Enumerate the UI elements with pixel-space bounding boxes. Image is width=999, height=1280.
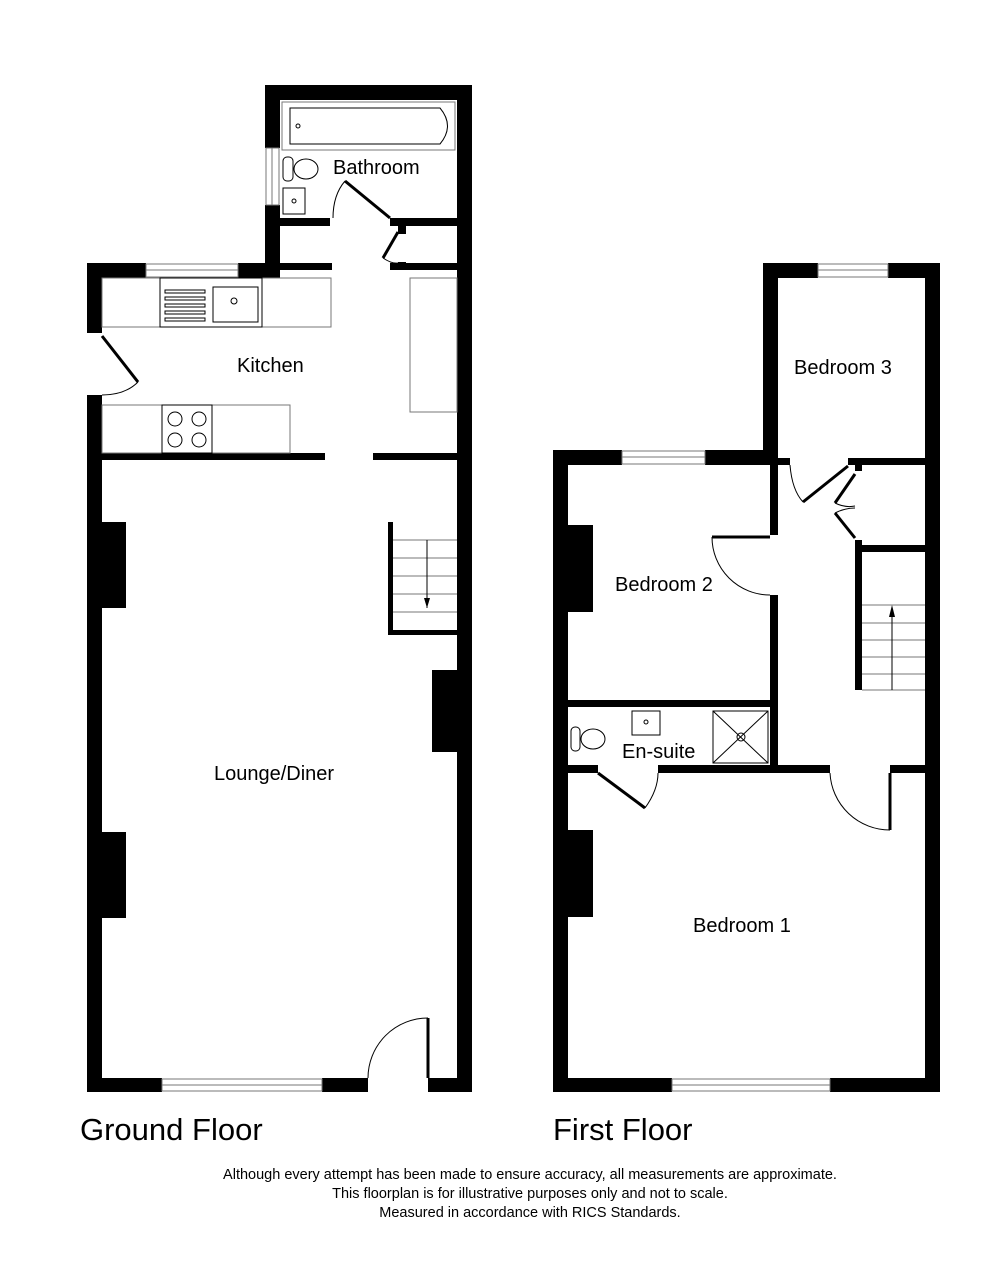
kitchen-worktop	[101, 277, 458, 454]
room-label-bedroom-1: Bedroom 1	[693, 915, 791, 937]
ground-floor-plan: Bathroom Kitchen Lounge/Diner	[87, 85, 472, 1092]
room-label-bedroom-2: Bedroom 2	[615, 574, 713, 596]
room-label-en-suite: En-suite	[622, 741, 695, 763]
door-icon	[597, 464, 892, 831]
toilet-icon	[570, 726, 606, 752]
tap-icon	[230, 297, 238, 305]
disclaimer-line: Although every attempt has been made to …	[223, 1167, 837, 1183]
window-icon	[621, 263, 889, 1092]
first-floor-plan: Bedroom 3 Bedroom 2 En-suite Bedroom 1	[553, 263, 940, 1092]
door-icon	[100, 179, 430, 1079]
room-label-kitchen: Kitchen	[237, 355, 304, 377]
first-floor-walls	[553, 263, 940, 1092]
stairs-icon	[393, 539, 457, 613]
drainer-icon	[164, 289, 206, 322]
hob-icon	[161, 404, 213, 454]
stairs-icon	[862, 604, 925, 691]
room-label-bedroom-3: Bedroom 3	[794, 357, 892, 379]
disclaimer-line: This floorplan is for illustrative purpo…	[332, 1186, 728, 1202]
ground-floor-title: Ground Floor	[80, 1112, 263, 1147]
shower-icon	[712, 710, 769, 764]
bath-icon	[281, 101, 456, 151]
room-label-lounge-diner: Lounge/Diner	[214, 763, 334, 785]
basin-icon	[631, 710, 661, 736]
disclaimer: Although every attempt has been made to …	[0, 1166, 999, 1223]
ground-floor-walls	[87, 85, 472, 1092]
basin-icon	[282, 187, 306, 215]
window-icon	[145, 147, 323, 1092]
toilet-icon	[282, 156, 319, 182]
disclaimer-line: Measured in accordance with RICS Standar…	[379, 1205, 681, 1221]
first-floor-title: First Floor	[553, 1112, 693, 1147]
room-label-bathroom: Bathroom	[333, 157, 420, 179]
